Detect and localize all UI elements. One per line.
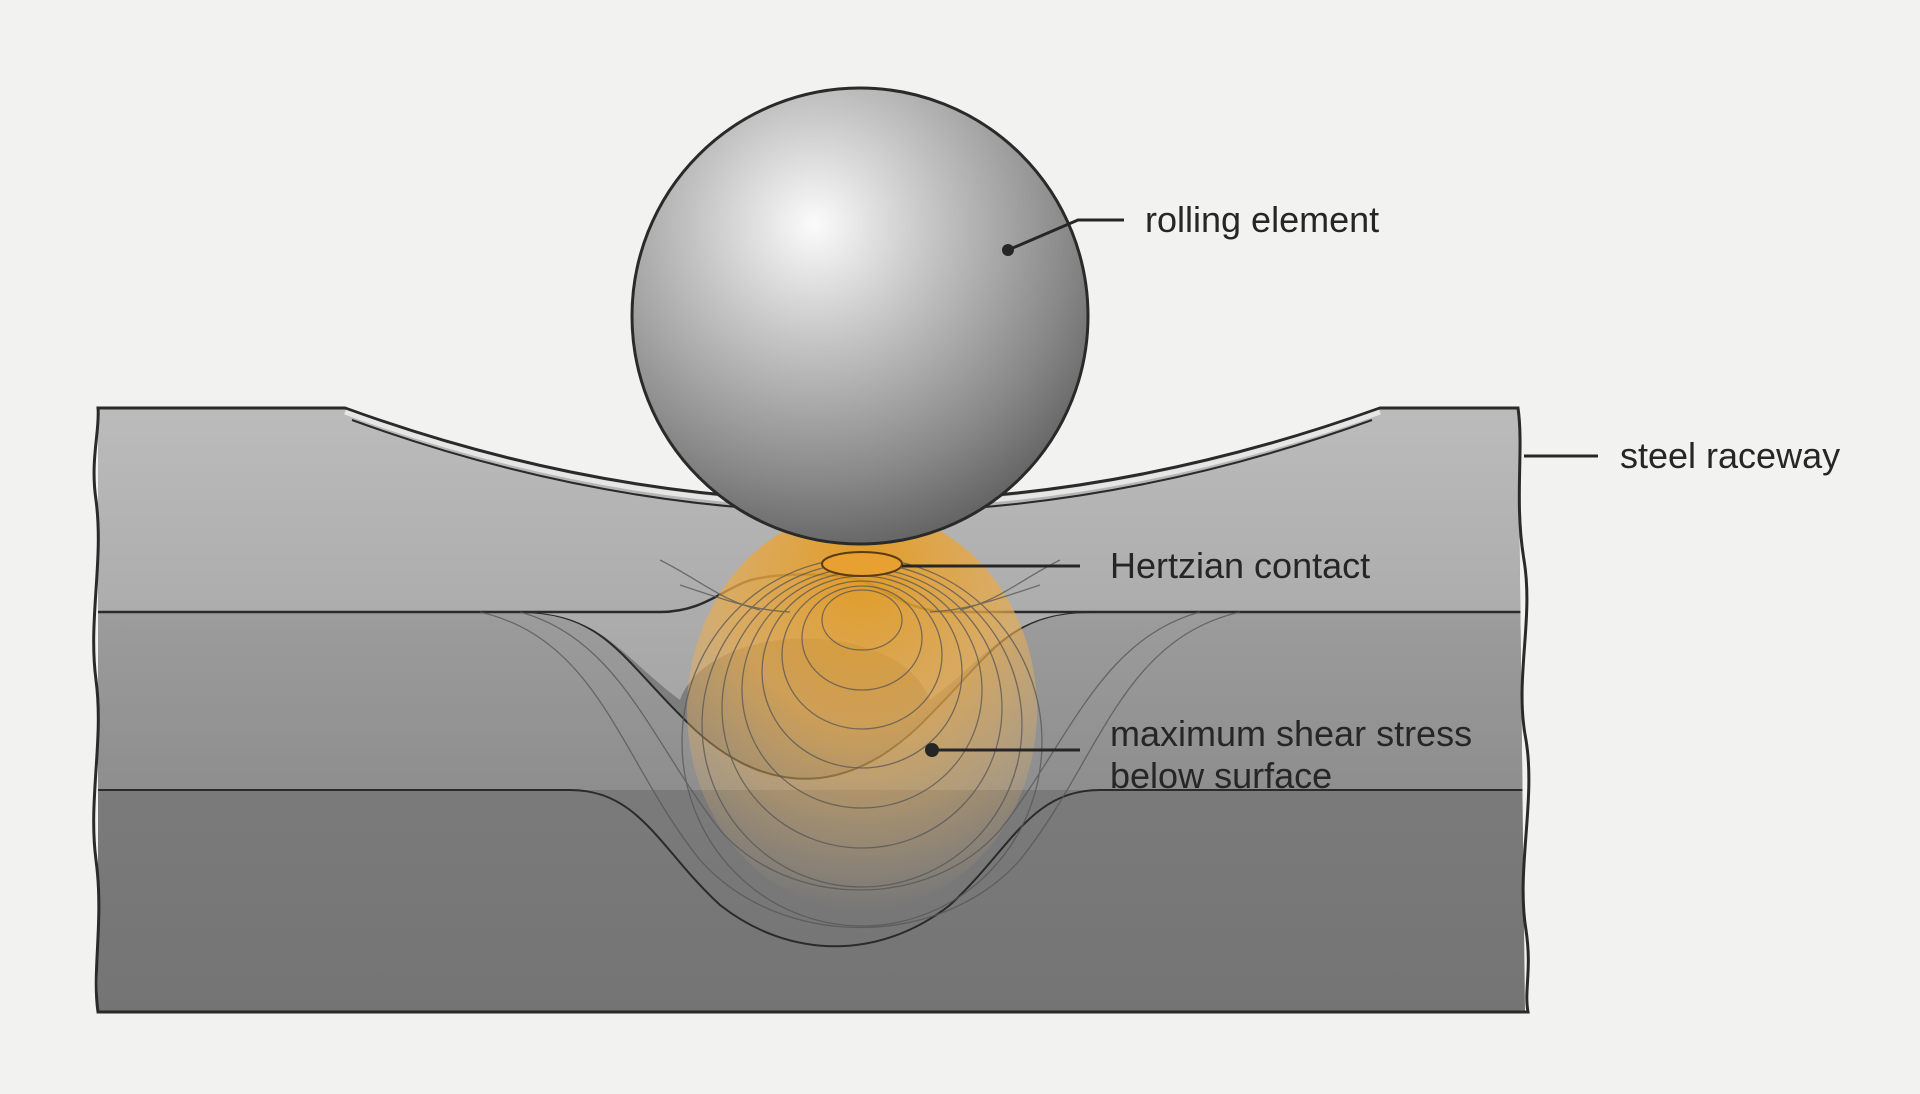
hertzian-contact-patch [821, 551, 903, 577]
rolling-element-ball [630, 86, 1090, 546]
raceway-outline [92, 406, 1531, 1014]
raceway-middle-layer [98, 612, 1525, 790]
label-steel-raceway: steel raceway [1620, 435, 1840, 476]
label-max-shear-line1: maximum shear stress [1110, 713, 1472, 754]
label-rolling-element: rolling element [1145, 199, 1379, 240]
callout-hertzian-contact: Hertzian contact [902, 545, 1370, 586]
callout-steel-raceway: steel raceway [1524, 435, 1840, 476]
label-max-shear-line2: below surface [1110, 755, 1332, 796]
label-hertzian-contact: Hertzian contact [1110, 545, 1370, 586]
callout-rolling-element: rolling element [1002, 199, 1379, 256]
callout-max-shear-stress: maximum shear stress below surface [925, 713, 1472, 796]
